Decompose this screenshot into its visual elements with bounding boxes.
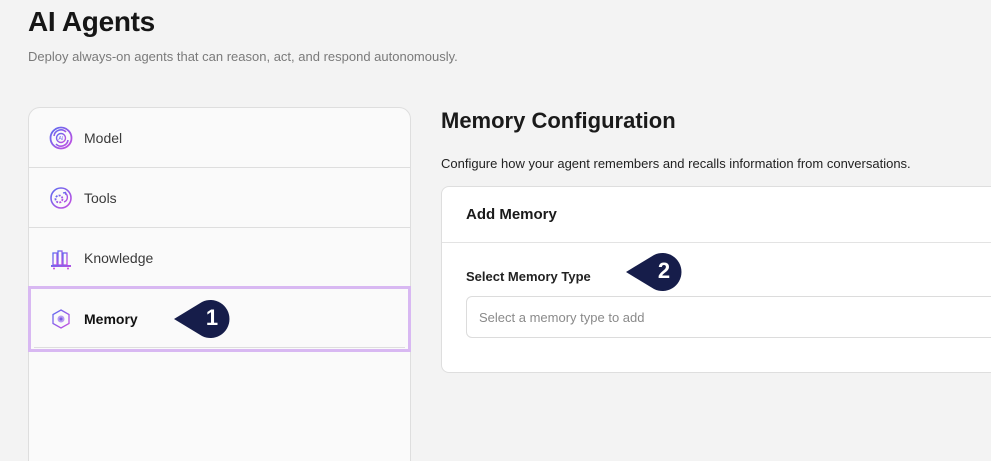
sidebar-item-tools[interactable]: Tools xyxy=(29,168,410,228)
sidebar-item-label: Memory xyxy=(84,311,138,327)
knowledge-icon xyxy=(49,246,73,270)
divider xyxy=(34,347,405,348)
callout-marker-1: 1 xyxy=(172,299,236,339)
tools-icon xyxy=(49,186,73,210)
sidebar-item-label: Tools xyxy=(84,189,117,206)
sidebar-item-model[interactable]: AI Model xyxy=(29,108,410,168)
section-title: Memory Configuration xyxy=(441,108,676,133)
callout-marker-2: 2 xyxy=(624,252,688,292)
sidebar-item-label: Model xyxy=(84,129,123,146)
callout-number: 1 xyxy=(205,305,219,330)
memory-type-label: Select Memory Type xyxy=(466,269,591,284)
page-title: AI Agents xyxy=(28,6,155,37)
svg-text:AI: AI xyxy=(58,136,64,142)
memory-icon xyxy=(49,307,73,331)
section-description: Configure how your agent remembers and r… xyxy=(441,156,911,171)
add-memory-card: Add Memory Select Memory Type Select a m… xyxy=(441,186,991,373)
page-subtitle: Deploy always-on agents that can reason,… xyxy=(28,49,458,64)
config-sidebar: AI Model Tools Knowledge xyxy=(28,107,411,461)
callout-number: 2 xyxy=(657,258,671,283)
select-placeholder: Select a memory type to add xyxy=(479,309,645,325)
ai-model-icon: AI xyxy=(49,126,73,150)
sidebar-item-label: Knowledge xyxy=(84,249,154,266)
memory-type-select[interactable]: Select a memory type to add xyxy=(466,296,991,338)
sidebar-item-knowledge[interactable]: Knowledge xyxy=(29,228,410,288)
card-title: Add Memory xyxy=(442,187,991,243)
